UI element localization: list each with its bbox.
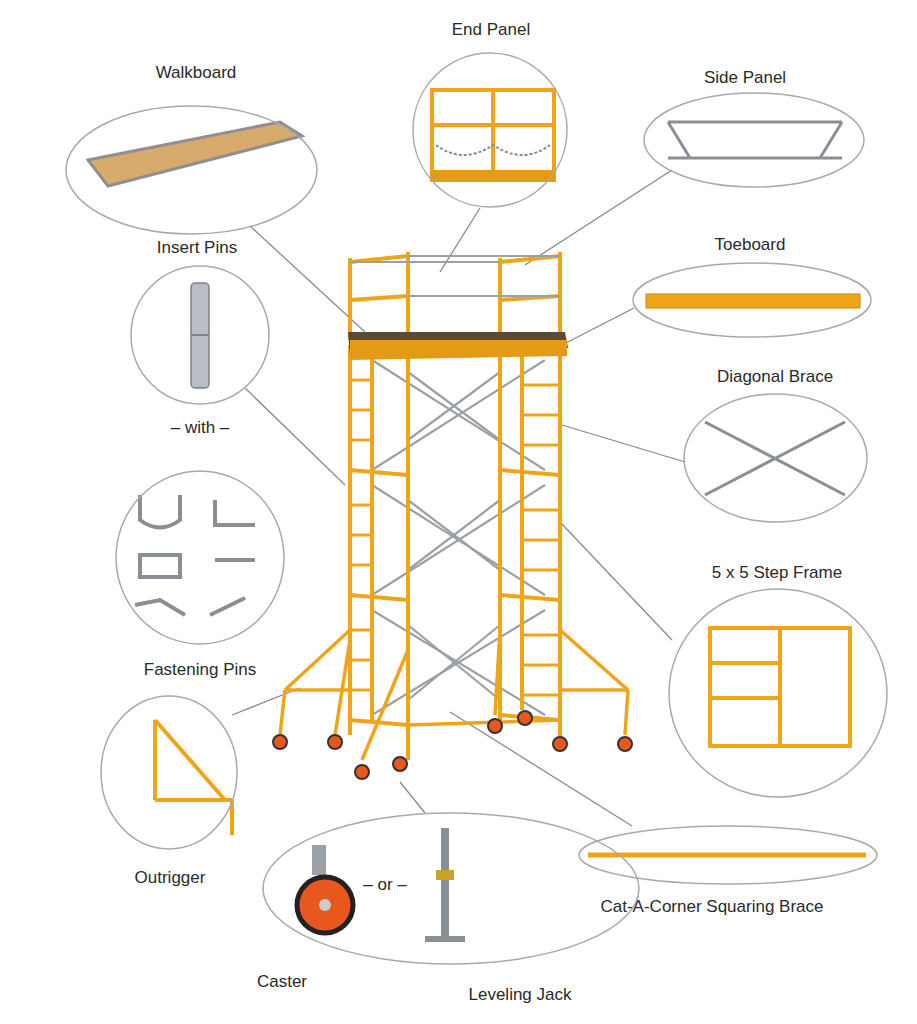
part-callout: Side Panel [643, 92, 865, 188]
part-callout: 5 x 5 Step Frame [668, 588, 888, 798]
callout-outline [66, 106, 317, 234]
callout-ellipse [412, 52, 568, 208]
callout-outline [413, 53, 567, 207]
part-name: Side Panel [704, 68, 786, 88]
part-name: Insert Pins [157, 238, 237, 258]
callout-ellipse [668, 588, 888, 798]
part-name: Diagonal Brace [717, 367, 833, 387]
callout-ellipse [683, 393, 868, 523]
callout-ellipse [643, 92, 865, 188]
part-callout: Cat-A-Corner Squaring Brace [578, 825, 878, 885]
callout-ellipse [632, 262, 872, 338]
callout-ellipse [115, 470, 285, 645]
part-name: Outrigger [135, 868, 206, 888]
leader-lines [232, 170, 685, 826]
callout-ellipse [578, 825, 878, 885]
part-callout: Toeboard [632, 262, 872, 338]
callout-outline [644, 93, 864, 187]
callout-outline [116, 471, 284, 644]
part-name: Fastening Pins [144, 660, 256, 680]
callout-ellipse [65, 105, 318, 235]
part-callout: Outrigger [100, 695, 238, 850]
callout-outline [684, 394, 867, 522]
callout-outline [669, 589, 887, 797]
callout-outline [131, 266, 269, 404]
callout-ellipse [130, 265, 270, 405]
part-callout: Fastening Pins [115, 470, 285, 645]
callout-outline [633, 263, 871, 337]
part-callout: Walkboard [65, 105, 318, 235]
part-name: End Panel [452, 20, 530, 40]
part-name: Caster [257, 972, 307, 992]
part-callout: Diagonal Brace [683, 393, 868, 523]
callout-outline [101, 696, 237, 849]
callout-outline [263, 813, 639, 964]
callout-ellipse [262, 812, 640, 965]
part-callout: Insert Pins [130, 265, 270, 405]
part-name: Leveling Jack [468, 985, 571, 1005]
part-name: Walkboard [156, 63, 237, 83]
part-name: Toeboard [715, 235, 786, 255]
part-name: 5 x 5 Step Frame [712, 563, 842, 583]
connector-word: – with – [171, 418, 230, 438]
scaffold-tower [273, 252, 632, 779]
callout-outline [579, 826, 877, 884]
part-name: – or – [363, 875, 406, 895]
part-callout: Caster– or –Leveling Jack [262, 812, 640, 965]
callout-ellipse [100, 695, 238, 850]
part-callout: End Panel [412, 52, 568, 208]
